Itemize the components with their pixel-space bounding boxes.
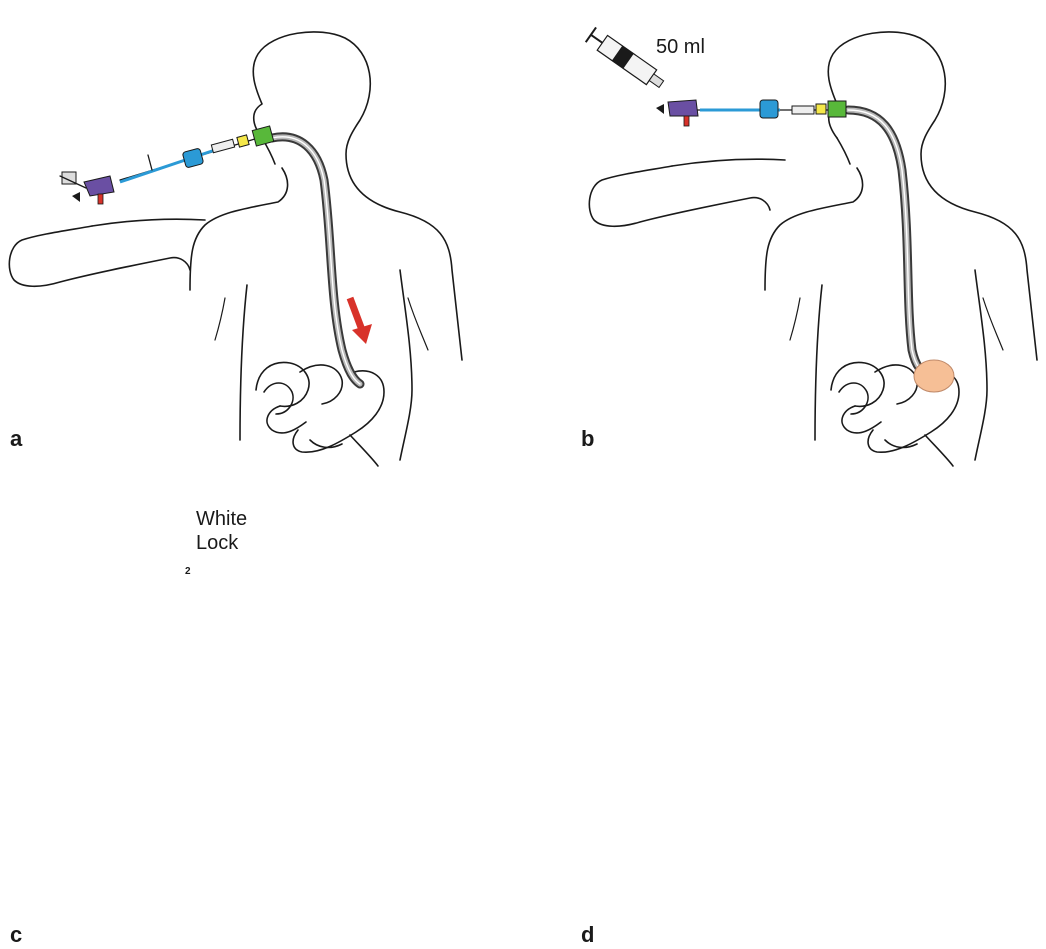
arrow-down [350, 298, 372, 344]
green-hub [252, 126, 274, 146]
panel-a [9, 32, 462, 466]
panel-label-c: c [10, 922, 22, 948]
white-lock-label-line1: White [196, 508, 247, 530]
purple-port [668, 100, 698, 116]
syringe-volume-label: 50 ml [656, 36, 705, 58]
purple-port [84, 176, 114, 196]
panel-b [586, 27, 1037, 466]
panel-label-b: b [581, 426, 594, 452]
syringe [586, 27, 667, 91]
yellow-connector [237, 135, 249, 147]
white-lock-label-line2: Lock [196, 532, 238, 554]
step-marker: 2 [185, 566, 191, 577]
green-hub [828, 101, 846, 117]
blue-connector [182, 148, 204, 168]
blue-connector [760, 100, 778, 118]
panel-label-a: a [10, 426, 22, 452]
panel-label-d: d [581, 922, 594, 948]
balloon [914, 360, 954, 392]
yellow-connector [816, 104, 826, 114]
